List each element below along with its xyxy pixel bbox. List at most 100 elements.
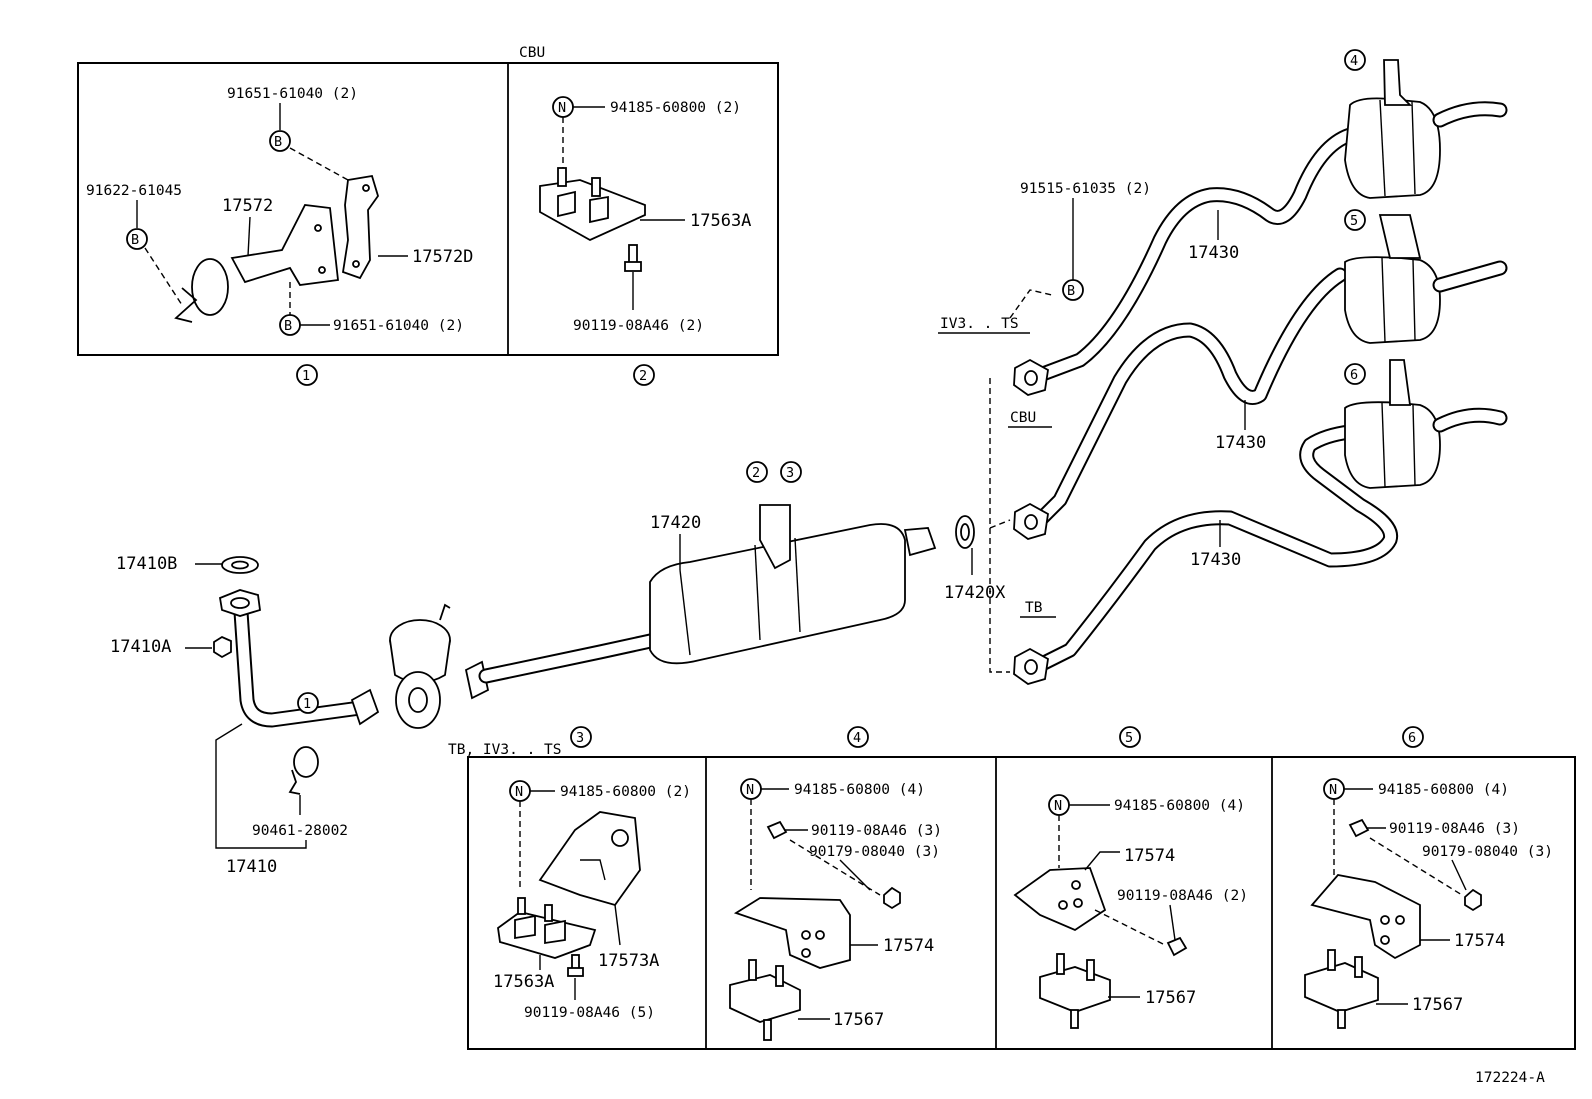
tail-pipe-2: 17430 5 [1013, 209, 1508, 540]
converter-hole [408, 687, 428, 713]
tail-pipe-3: 17430 6 [1013, 359, 1508, 685]
bolt-b-symbol [1062, 279, 1084, 301]
nut-n-letter: N [558, 100, 566, 116]
leader [1084, 851, 1120, 871]
silencer-seam [1412, 404, 1416, 486]
bracket-hole [611, 829, 629, 847]
bottom-inset: TB, IV3. . TS 3 4 5 6 N 94185-60800 (2) … [448, 726, 1576, 1050]
silencer-hanger [1378, 214, 1422, 259]
bracket-hole [1380, 935, 1390, 945]
ref-number: 5 [1125, 730, 1133, 746]
muffler-seam [679, 569, 691, 656]
panel6-bracket-label: 17574 [1454, 931, 1505, 951]
clamp-detail [174, 287, 198, 323]
bracket-17573A [538, 811, 641, 907]
top-inset-header: CBU [519, 45, 545, 61]
bolt-head [1166, 936, 1188, 957]
bolt-b-letter: B [1067, 283, 1075, 299]
ref-circle-2 [633, 364, 655, 386]
stud [1354, 956, 1363, 978]
silencer-4 [1344, 97, 1441, 199]
panel5-bracket-label: 17574 [1124, 846, 1175, 866]
silencer-6 [1344, 401, 1441, 489]
ref-number: 2 [752, 465, 760, 481]
stud [517, 897, 526, 915]
stud [1056, 953, 1065, 975]
ref-number: 6 [1350, 367, 1358, 383]
stud [748, 959, 757, 981]
muffler-inlet-pipe-inner [480, 634, 661, 682]
muffler-body [649, 523, 906, 665]
dashed-leader [789, 839, 881, 896]
bolt-head [567, 967, 584, 977]
bottom-inset-header: TB, IV3. . TS [448, 742, 562, 758]
stud [1070, 1009, 1079, 1029]
nut-n-letter: N [515, 784, 523, 800]
leader [839, 859, 871, 891]
clamp-90461 [293, 746, 319, 778]
panel2-mount-label: 17563A [690, 211, 751, 231]
panel4-bracket-label: 17574 [883, 936, 934, 956]
stud [557, 167, 567, 187]
bolt-head [766, 820, 788, 840]
rubber-block [544, 919, 566, 945]
converter-section [389, 603, 451, 729]
panel1-bolt-bottom-label: 91651-61040 (2) [333, 318, 464, 334]
ref-number: 5 [1350, 213, 1358, 229]
silencer-5 [1344, 256, 1441, 344]
bracket-hole [801, 948, 811, 958]
converter-pipe [439, 603, 451, 621]
panel-6: N 94185-60800 (4) 90119-08A46 (3) 90179-… [1304, 778, 1553, 1029]
rear-bolt-label: 91515-61035 (2) [1020, 181, 1151, 197]
top-inset: CBU 91651-61040 (2) B 91622-61045 B 1757… [77, 45, 779, 386]
tail-pipe-1-inner [1034, 129, 1356, 381]
bracket-hole [1380, 915, 1390, 925]
nut-label: 17410A [110, 637, 171, 657]
panel1-bolt-top-label: 91651-61040 (2) [227, 86, 358, 102]
bolt-b-letter: B [131, 232, 139, 248]
clamp-label: 90461-28002 [252, 823, 348, 839]
ref-circle-4-tail [1344, 49, 1366, 71]
silencer-outlet-inner [1434, 409, 1506, 431]
bolt-hole [314, 224, 322, 232]
bracket-hole [1073, 898, 1083, 908]
bracket-17574 [1013, 867, 1107, 932]
gasket-hole [960, 523, 970, 541]
silencer-seam [1411, 101, 1416, 195]
bolt-hole [318, 266, 326, 274]
bottom-inset-frame [467, 756, 1576, 1050]
variant-iv3-label: IV3. . TS [940, 316, 1019, 332]
flange-hole [1024, 370, 1038, 386]
ref-circle-3-main [780, 461, 802, 483]
ref-number: 2 [639, 368, 647, 384]
figure-id: 172224-A [1475, 1070, 1545, 1086]
tail-pipe-3-label: 17430 [1190, 550, 1241, 570]
panel4-mount-label: 17567 [833, 1010, 884, 1030]
bracket-hole [1395, 915, 1405, 925]
tail-pipe-2-tube [1032, 267, 1348, 528]
nut-90179 [1464, 888, 1482, 912]
rear-flange [350, 688, 380, 726]
silencer-outlet-inner [1434, 262, 1506, 291]
ref-circle-1 [296, 364, 318, 386]
mount-17567 [1039, 966, 1111, 1013]
bolt-b-symbol [126, 228, 148, 250]
stud [1086, 959, 1095, 981]
ref-number: 4 [853, 730, 861, 746]
panel5-mount-label: 17567 [1145, 988, 1196, 1008]
dashed-connector [989, 519, 1011, 529]
muffler-seam [794, 537, 801, 633]
panel2-bolt-label: 90119-08A46 (2) [573, 318, 704, 334]
panel-1: 91651-61040 (2) B 91622-61045 B 17572 [86, 86, 473, 336]
ref-number: 1 [302, 368, 310, 384]
tail-pipe-1: 17430 4 [1013, 49, 1508, 396]
stud [775, 965, 784, 987]
panel-4: N 94185-60800 (4) 90119-08A46 (3) 90179-… [729, 778, 942, 1041]
ref-circle-1-main [297, 692, 319, 714]
nut-n-letter: N [1054, 798, 1062, 814]
panel3-nut-label: 94185-60800 (2) [560, 784, 691, 800]
ref-number: 4 [1350, 53, 1358, 69]
bolt-b-symbol [269, 130, 291, 152]
panel1-bolt-left-label: 91622-61045 [86, 183, 182, 199]
panel-3: N 94185-60800 (2) 17573A 17563A 90119-08… [493, 780, 691, 1021]
